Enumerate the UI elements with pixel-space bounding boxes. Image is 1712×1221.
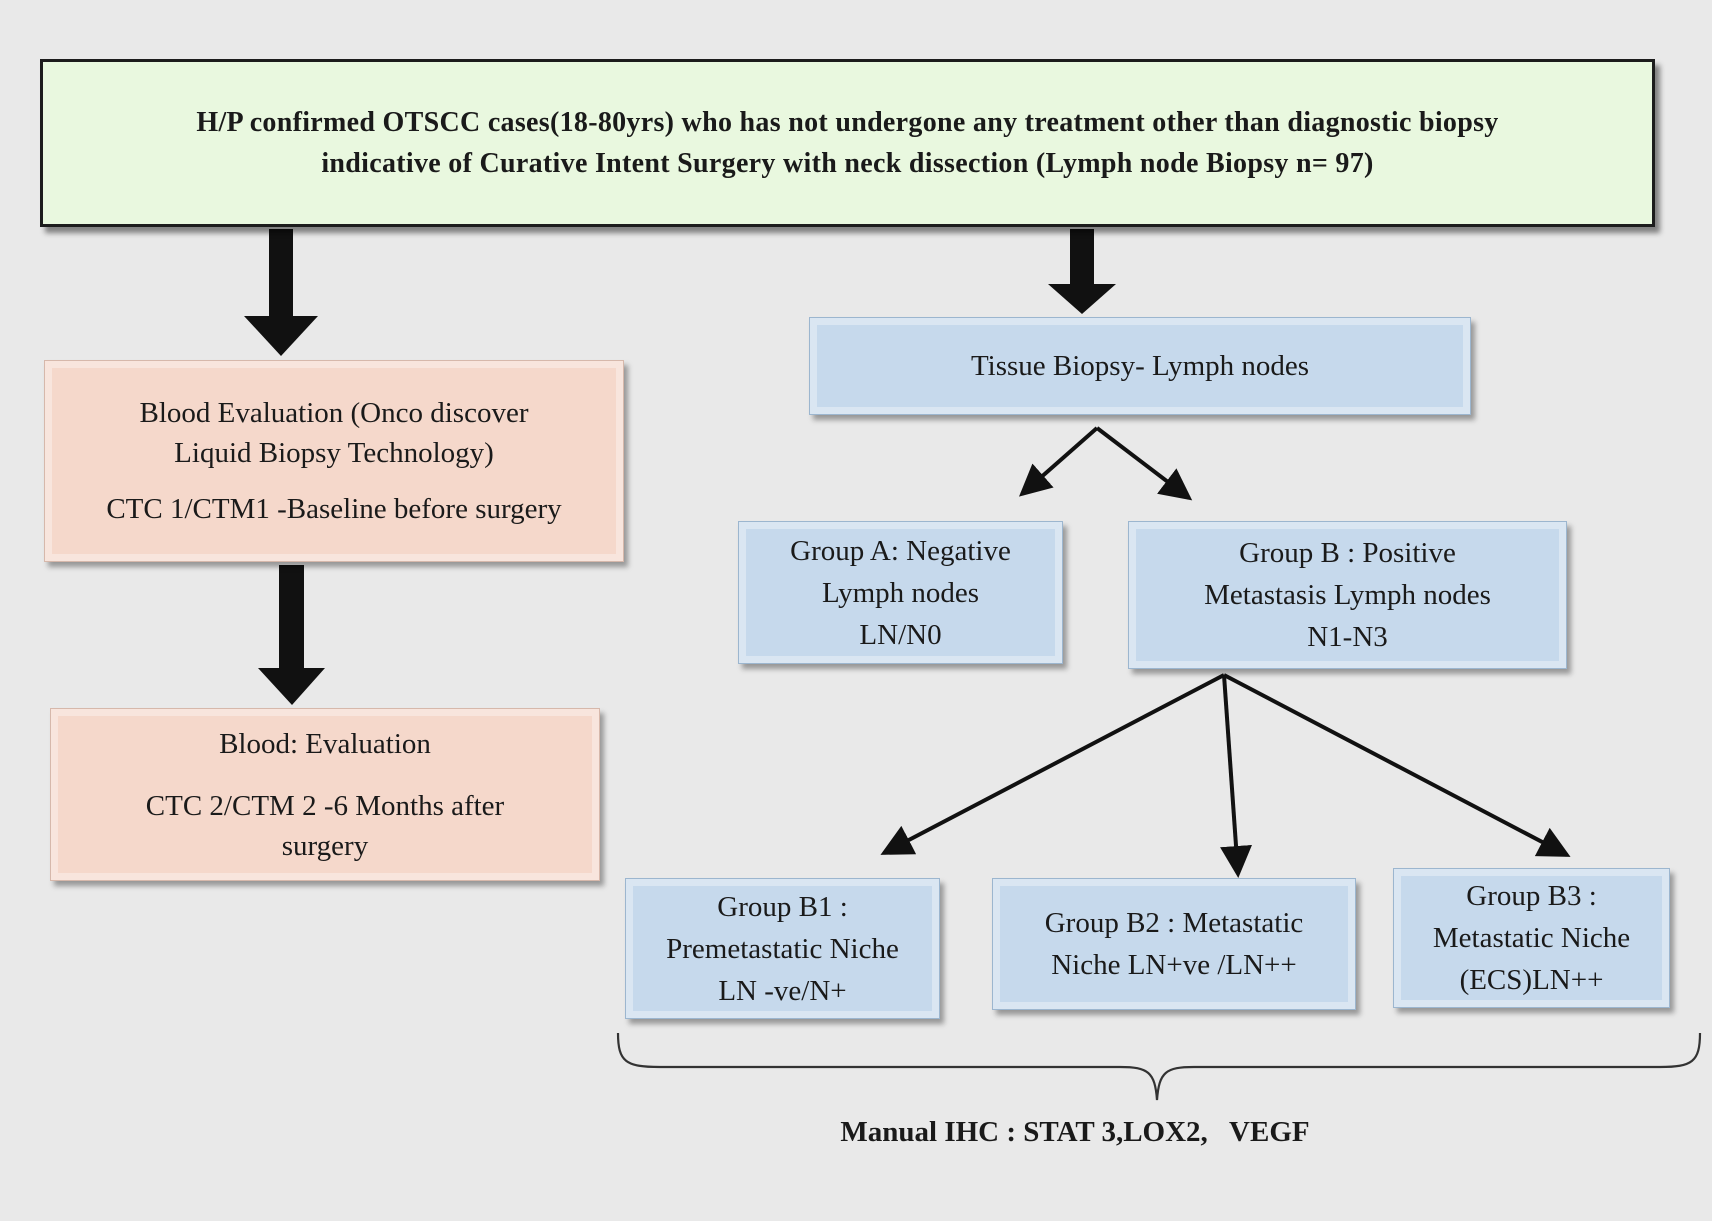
- arrow-top-to-blood: [244, 229, 318, 356]
- blood1-line-1: Blood Evaluation (Onco discover: [139, 397, 529, 429]
- blood-evaluation-followup-box: Blood: Evaluation CTC 2/CTM 2 -6 Months …: [50, 708, 600, 881]
- groupA-line-1: Group A: Negative: [790, 534, 1011, 567]
- arrow-groupB-to-groupB2: [1220, 674, 1252, 878]
- groupB2-line-2: Niche LN+ve /LN++: [1051, 949, 1297, 981]
- blood1-sub: CTC 1/CTM1 -Baseline before surgery: [106, 493, 562, 525]
- groupA-line-2: Lymph nodes: [821, 576, 980, 609]
- groupB1-line-3: LN -ve/N+: [718, 974, 847, 1007]
- arrow-tissue-to-groupB: [1095, 426, 1193, 501]
- arrow-blood1-to-blood2: [258, 565, 325, 705]
- group-a-box: Group A: Negative Lymph nodes LN/N0: [738, 521, 1063, 664]
- group-b2-box: Group B2 : Metastatic Niche LN+ve /LN++: [992, 878, 1356, 1010]
- groupB3-line-1: Group B3 :: [1466, 880, 1597, 912]
- blood2-line-2: surgery: [281, 829, 369, 862]
- ihc-markers-label: Manual IHC : STAT 3,LOX2, VEGF: [840, 1116, 1310, 1148]
- tissue-label: Tissue Biopsy- Lymph nodes: [970, 350, 1310, 382]
- arrow-groupB-to-groupB1: [880, 673, 1225, 855]
- group-b-box: Group B : Positive Metastasis Lymph node…: [1128, 521, 1567, 669]
- groupB3-line-2: Metastatic Niche: [1432, 922, 1631, 954]
- arrow-groupB-to-groupB3: [1223, 673, 1571, 857]
- inclusion-line-1: H/P confirmed OTSCC cases(18-80yrs) who …: [196, 107, 1499, 138]
- tissue-biopsy-box: Tissue Biopsy- Lymph nodes: [809, 317, 1471, 415]
- groupB-line-2: Metastasis Lymph nodes: [1204, 579, 1491, 611]
- blood1-line-2: Liquid Biopsy Technology): [174, 437, 494, 469]
- groupB3-line-3: (ECS)LN++: [1459, 964, 1604, 996]
- group-b3-box: Group B3 : Metastatic Niche (ECS)LN++: [1393, 868, 1670, 1008]
- groupA-line-3: LN/N0: [859, 618, 942, 651]
- groupB-line-1: Group B : Positive: [1239, 537, 1456, 569]
- inclusion-line-2: indicative of Curative Intent Surgery wi…: [321, 148, 1374, 179]
- groupB1-line-1: Group B1 :: [717, 890, 848, 923]
- arrow-top-to-tissue: [1048, 229, 1116, 314]
- inclusion-criteria-box: H/P confirmed OTSCC cases(18-80yrs) who …: [40, 59, 1655, 227]
- arrow-tissue-to-groupA: [1018, 426, 1099, 497]
- groupB1-line-2: Premetastatic Niche: [666, 932, 899, 965]
- blood-evaluation-baseline-box: Blood Evaluation (Onco discover Liquid B…: [44, 360, 624, 562]
- blood2-line-1: CTC 2/CTM 2 -6 Months after: [145, 789, 505, 822]
- groupB2-line-1: Group B2 : Metastatic: [1044, 907, 1304, 939]
- groupB-line-3: N1-N3: [1307, 621, 1388, 653]
- grouping-brace: [616, 1032, 1702, 1101]
- group-b1-box: Group B1 : Premetastatic Niche LN -ve/N+: [625, 878, 940, 1019]
- blood2-title: Blood: Evaluation: [219, 727, 431, 760]
